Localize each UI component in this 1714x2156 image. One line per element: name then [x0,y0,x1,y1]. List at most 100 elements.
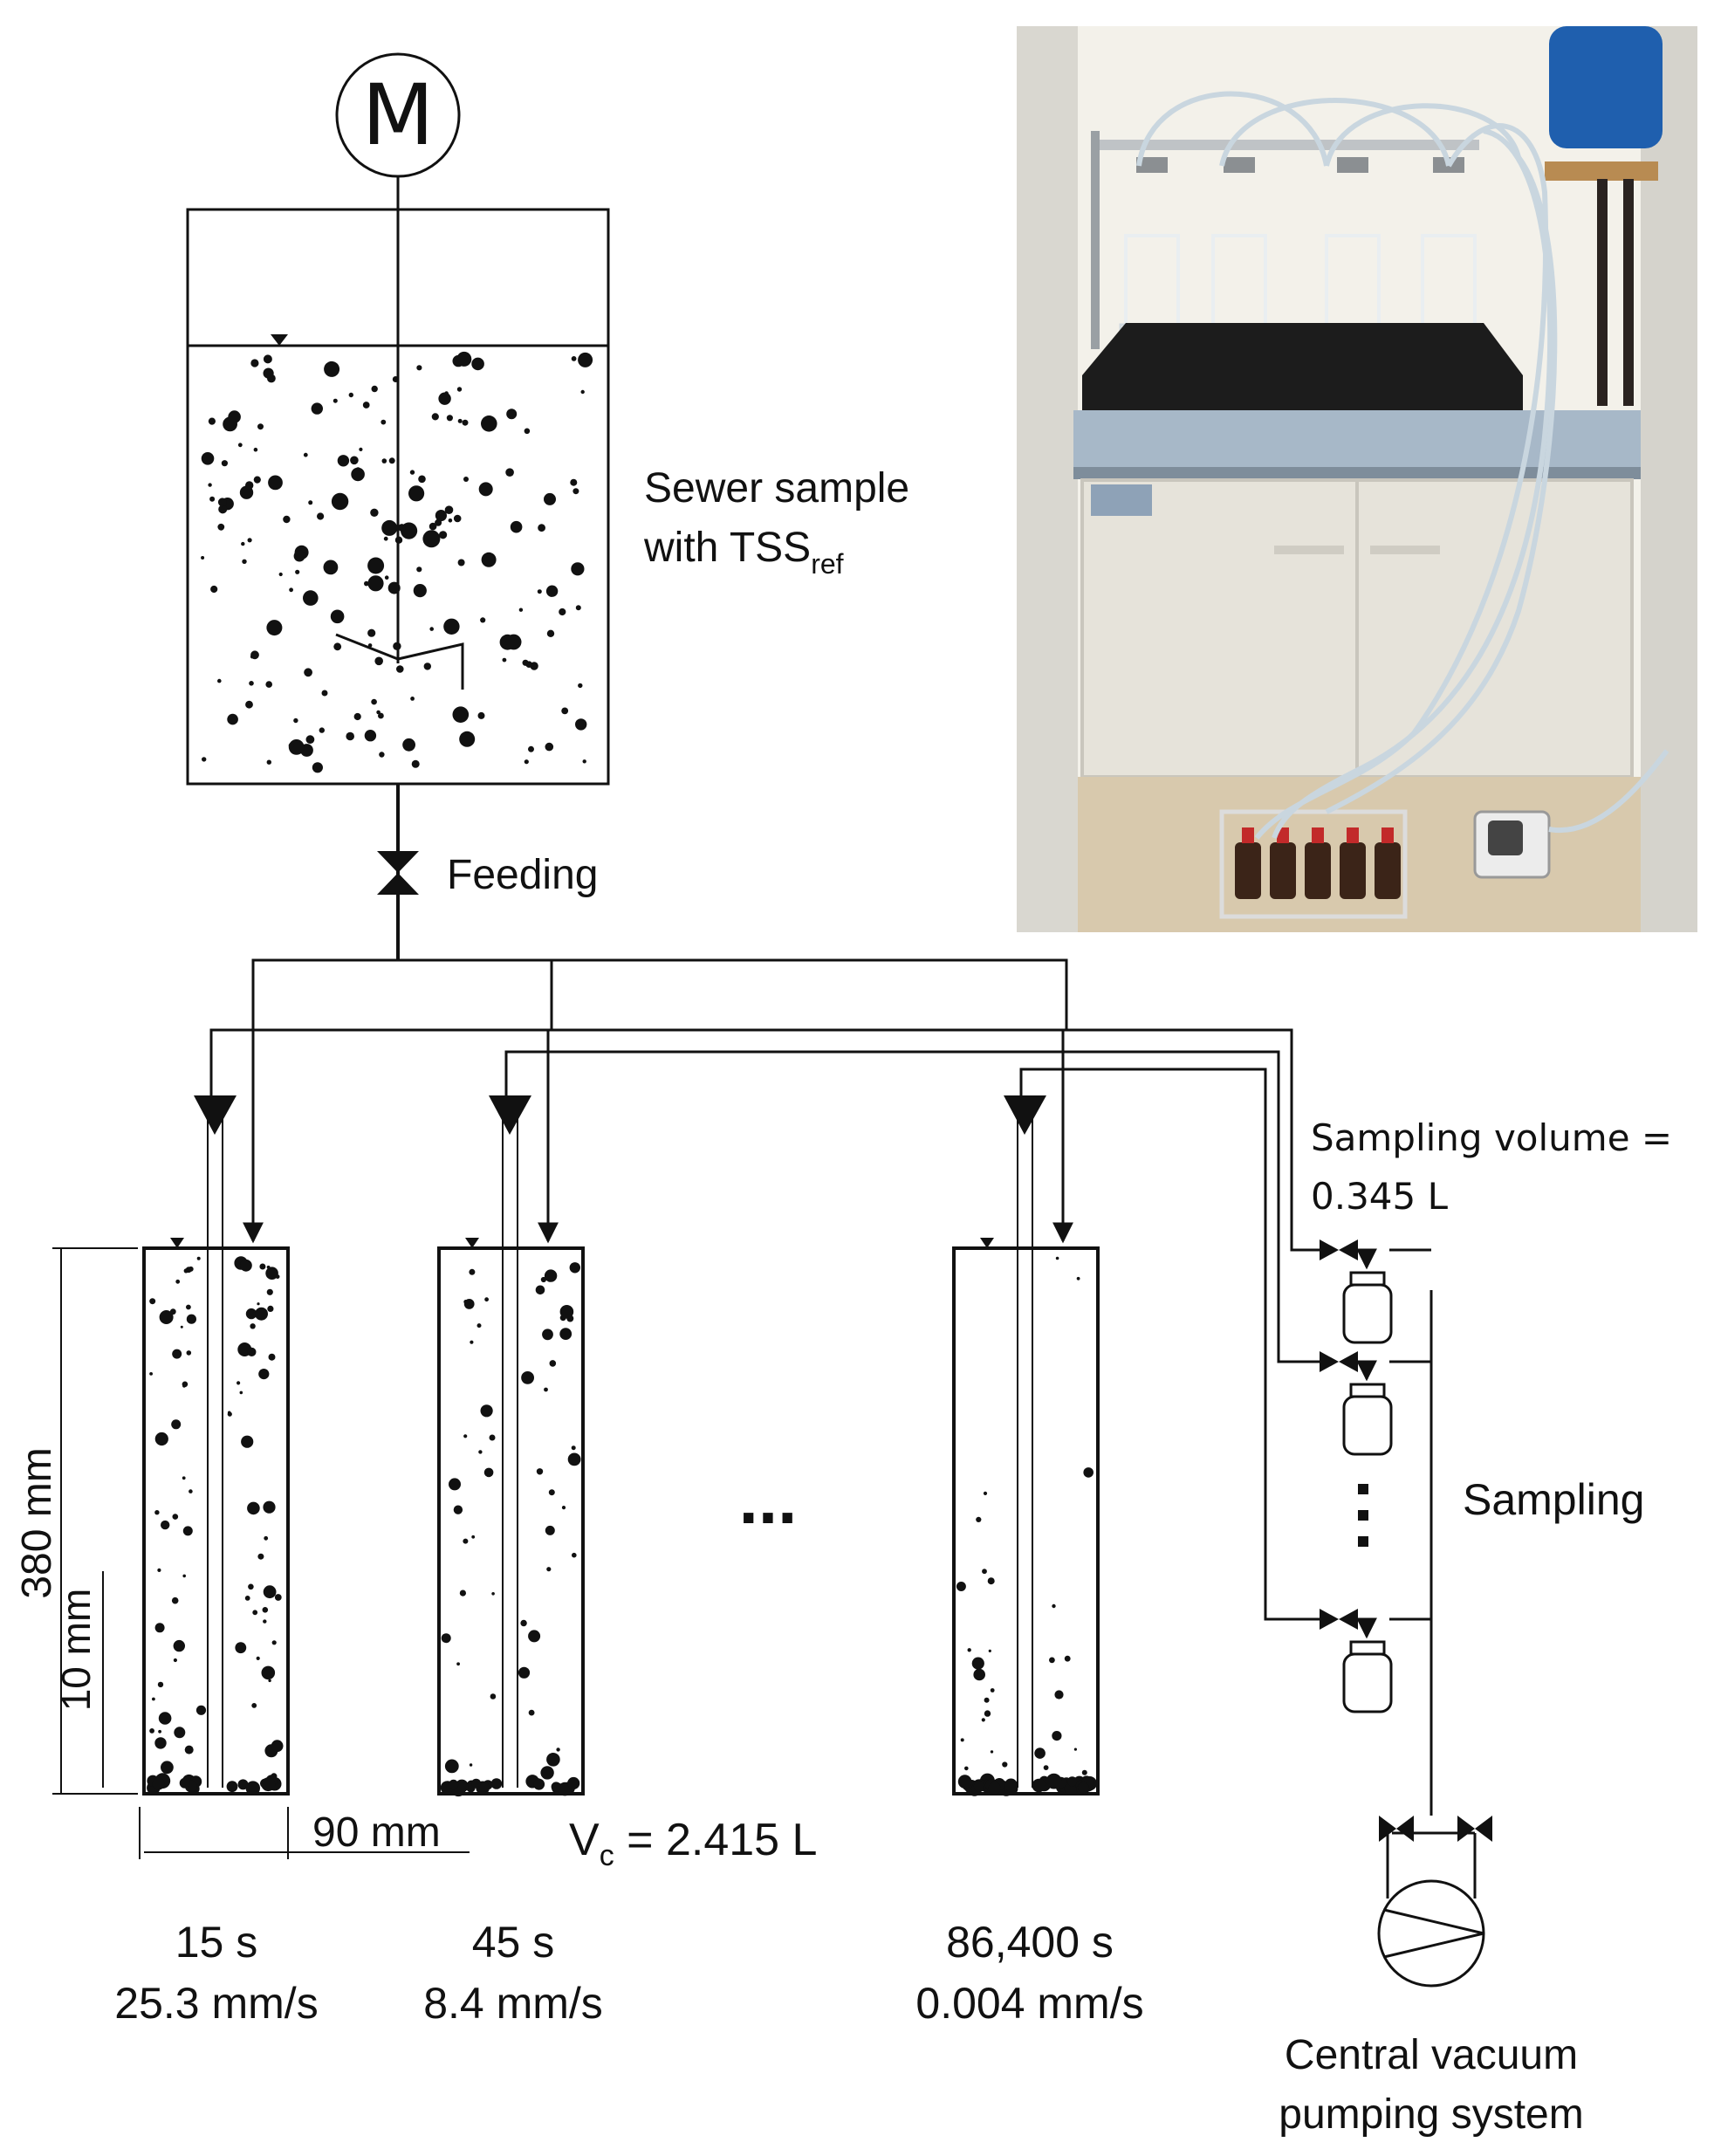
particle [154,1432,168,1446]
particle [209,496,216,502]
particle [208,483,212,487]
particle [174,1727,186,1739]
particle [367,628,376,637]
particle [449,1478,461,1491]
particle [548,1489,555,1496]
particle [149,1298,156,1305]
particle [489,1434,496,1441]
particle [182,1476,186,1480]
particle [990,1688,995,1693]
particle [388,457,395,464]
particle [459,731,476,747]
particle [462,419,469,426]
particle [471,357,484,371]
particle [271,1640,277,1645]
particle [973,1668,985,1681]
particle [431,413,439,421]
settling-column-2 [437,1030,585,1797]
central-pump [1377,1816,1492,1988]
columns-ellipsis: ... [739,1460,798,1538]
particle [478,482,493,497]
particle [567,1452,581,1466]
particle [371,385,378,393]
particle [484,1297,489,1302]
particle [990,1750,994,1754]
particle [528,745,534,752]
particle [396,665,404,673]
particle [409,470,415,475]
column-2-velocity: 8.4 mm/s [423,1979,603,2028]
particle [535,1285,545,1295]
particle [476,1323,482,1329]
particle [275,1274,280,1279]
particle [1055,1256,1059,1260]
particle [443,618,460,635]
particle [172,1349,182,1359]
particle [478,1450,483,1454]
particle [480,1404,493,1418]
particle [408,485,425,502]
particle [289,587,293,593]
particle [217,678,222,683]
water-level-icon [271,334,288,346]
sample-bottle-3 [1320,1609,1393,1713]
particle [536,1468,544,1475]
particle [359,447,363,452]
tank-label-line2: with TSSref [643,525,844,580]
particle [540,1276,547,1283]
particle [544,1269,558,1282]
particle [248,1583,254,1590]
particle [559,608,566,616]
sampling-valve-icon [1320,1609,1358,1630]
particle [237,1381,241,1385]
sampling-volume-line1: Sampling volume = [1311,1116,1672,1159]
particle [559,1328,572,1340]
particle [463,477,469,482]
particle [266,1288,273,1295]
particle [1043,1765,1049,1770]
pump-label-line2: pumping system [1279,2091,1583,2138]
particle [988,1649,991,1652]
sediment [551,1782,561,1792]
particle [308,500,313,505]
particle [524,759,529,765]
particle [510,520,523,533]
particle [578,352,593,367]
dimension-height: 380 mm [14,1447,60,1598]
particle [242,559,247,564]
particle [381,519,398,536]
particle [964,1766,969,1771]
particle [413,584,427,598]
particle [456,1662,460,1666]
particle [544,492,556,505]
particle [303,590,319,606]
sediment [1067,1776,1078,1787]
particle [249,681,254,686]
pump-valve-left-icon [1379,1816,1414,1842]
particle [263,1585,277,1599]
particle [559,1305,574,1319]
particle [463,1434,468,1438]
particle [429,627,435,631]
particle [208,417,216,425]
particle [528,1709,535,1716]
particle [370,508,379,517]
tubing [1136,91,1669,840]
particle [201,452,215,465]
particle [1034,1747,1046,1759]
particle [1064,1655,1071,1662]
particle [459,1590,467,1596]
particle [268,1353,276,1361]
particle [549,1360,557,1367]
particle [960,1738,964,1742]
particle [435,510,447,522]
particle [274,1594,282,1601]
particle [398,524,406,532]
particle [1002,1761,1008,1768]
particle [182,1574,186,1578]
particle [319,727,325,733]
particle [247,538,252,543]
sediment [471,1778,482,1789]
particle [353,712,361,721]
particle [374,656,384,666]
